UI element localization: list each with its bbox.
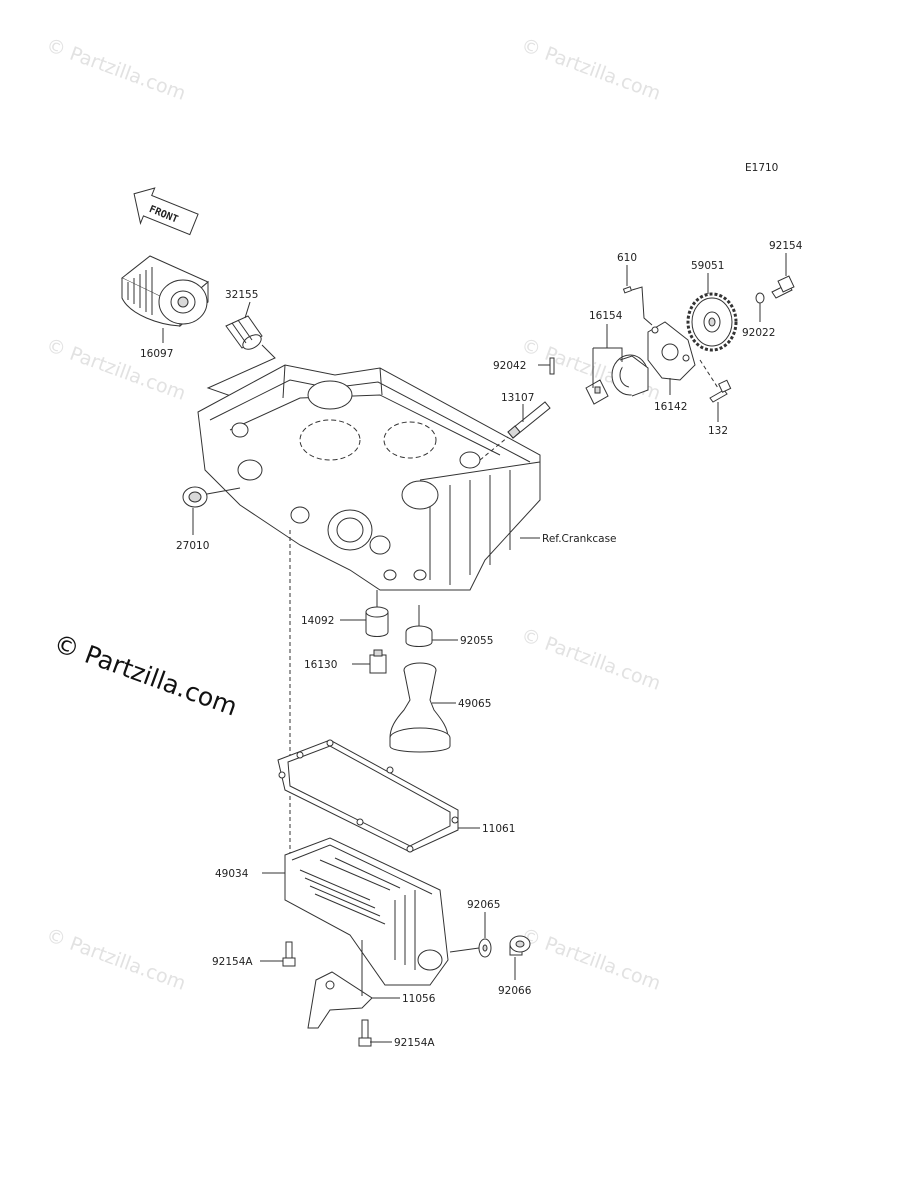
watermark: © Partzilla.com (518, 624, 663, 695)
label-13107: 13107 (501, 392, 534, 404)
bolt-92154a-bottom (358, 1019, 372, 1047)
crankcase (197, 364, 541, 591)
gasket-11061 (277, 739, 459, 853)
label-16142: 16142 (654, 401, 687, 413)
gear-59051 (686, 292, 738, 352)
washer-92022 (755, 292, 765, 304)
label-11061: 11061 (482, 823, 515, 835)
label-610: 610 (617, 252, 637, 264)
label-32155: 32155 (225, 289, 258, 301)
watermark: © Partzilla.com (43, 34, 188, 105)
pin-92042 (549, 357, 555, 375)
label-11056: 11056 (402, 993, 436, 1005)
label-49034: 49034 (215, 868, 249, 880)
rotor-16154 (585, 354, 649, 405)
part-14092 (365, 606, 389, 637)
label-16154: 16154 (589, 310, 623, 322)
label-92065: 92065 (467, 899, 500, 911)
bolt-92154a-left (282, 941, 296, 967)
label-16097: 16097 (140, 348, 173, 360)
shaft-13107 (507, 401, 551, 439)
label-49065: 49065 (458, 698, 491, 710)
bracket-11056 (307, 971, 373, 1029)
label-14092: 14092 (301, 615, 334, 627)
label-92154a-left: 92154A (212, 956, 253, 968)
front-arrow: FRONT (133, 187, 199, 236)
plug-27010 (182, 486, 208, 508)
watermark: © Partzilla.com (43, 924, 188, 995)
bolt-92154 (771, 275, 795, 299)
label-92022: 92022 (742, 327, 775, 339)
label-92055: 92055 (460, 635, 493, 647)
strainer-49065 (389, 662, 451, 753)
oil-filter (121, 255, 209, 328)
pump-cover-16142 (647, 321, 696, 381)
part-16130 (369, 649, 387, 674)
label-132: 132 (708, 425, 728, 437)
label-92042: 92042 (493, 360, 526, 372)
label-92154a-bottom: 92154A (394, 1037, 435, 1049)
diagram-code: E1710 (745, 162, 778, 174)
label-92066: 92066 (498, 985, 532, 997)
oil-pan-49034 (284, 837, 449, 986)
label-59051: 59051 (691, 260, 724, 272)
watermark: © Partzilla.com (518, 924, 663, 995)
watermark: © Partzilla.com (518, 34, 663, 105)
bolt-132 (709, 379, 732, 403)
drain-plug-92066 (509, 935, 531, 956)
pin-610 (622, 286, 633, 294)
label-ref-crankcase: Ref.Crankcase (542, 533, 617, 545)
label-27010: 27010 (176, 540, 209, 552)
nipple-32155 (225, 315, 263, 350)
label-16130: 16130 (304, 659, 337, 671)
label-92154: 92154 (769, 240, 803, 252)
oring-92055 (405, 625, 433, 647)
watermark-main: © Partzilla.com (50, 628, 241, 721)
watermark: © Partzilla.com (43, 334, 188, 405)
